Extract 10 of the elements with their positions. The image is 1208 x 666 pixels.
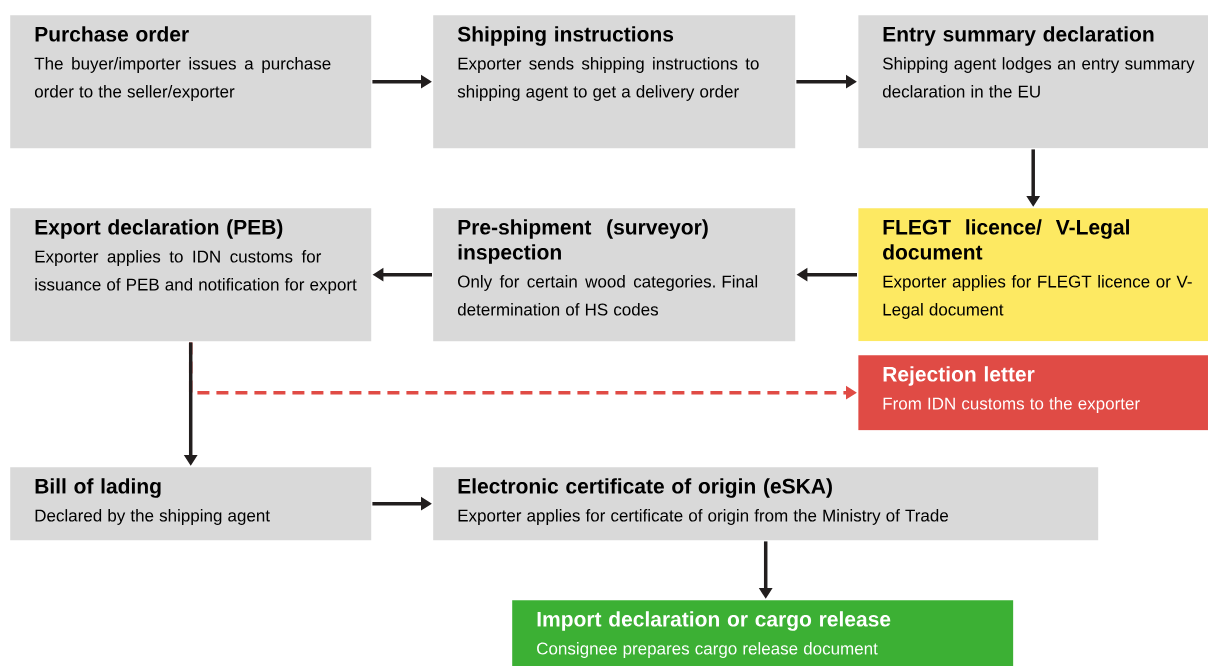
- process-box: Import declaration or cargo release Consignee prepares cargo release document: [512, 600, 1014, 666]
- process-box: Export declaration (PEB) Exporter applies to IDN customs for issuance of PEB and notification for export: [10, 208, 372, 342]
- process-box: Purchase order The buyer/importer issues a purchase order to the seller/exporter: [10, 15, 372, 149]
- process-box: Bill of lading Declared by the shipping agent: [10, 467, 372, 541]
- process-box: Entry summary declaration Shipping agent lodges an entry summary declaration in the EU: [858, 15, 1208, 149]
- process-box: Shipping instructions Exporter sends shipping instructions to shipping agent to get a delivery order: [433, 15, 796, 149]
- process-box: Pre-shipment (surveyor) inspection Only for certain wood categories. Final determination of HS codes: [433, 208, 796, 342]
- process-box: FLEGT licence/ V-Legal document Exporter applies for FLEGT licence or V-Legal document: [858, 208, 1208, 342]
- process-box: Rejection letter From IDN customs to the exporter: [858, 355, 1208, 431]
- process-box: Electronic certificate of origin (eSKA) Exporter applies for certificate of origin from the Ministry of Trade: [433, 467, 1099, 541]
